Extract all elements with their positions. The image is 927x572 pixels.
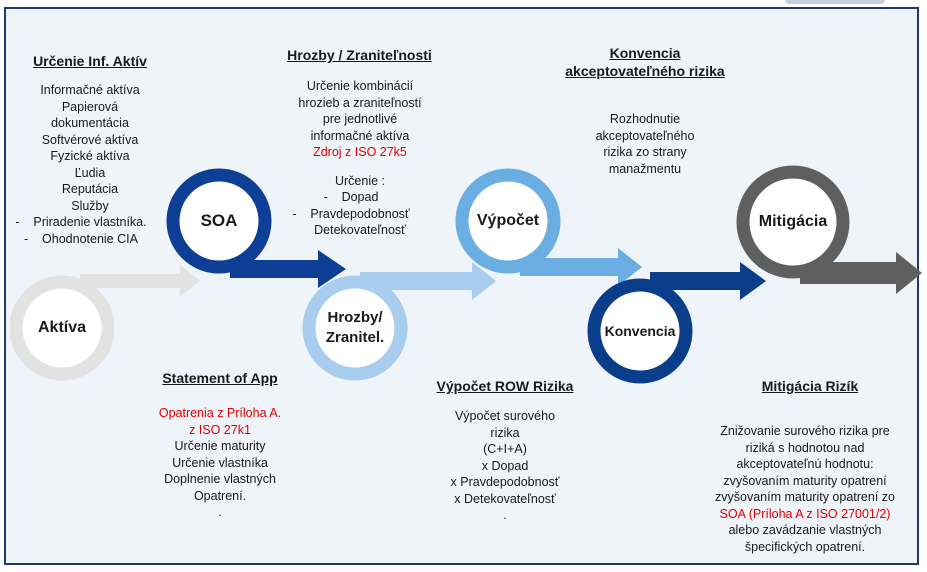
hrozby-arrow <box>360 262 496 300</box>
hrozby-ring <box>302 275 408 381</box>
aktiva-ring <box>9 275 115 381</box>
stage-mitigacia-label: Mitigácia <box>758 213 828 230</box>
stage-hrozby-line2: Zranitel. <box>325 329 385 346</box>
vypocet-arrow <box>520 248 642 286</box>
urcenie-line: dokumentácia <box>51 116 129 130</box>
hrozby-line: pre jednotlivé <box>322 112 398 126</box>
stage-vypocet-label: Výpočet <box>476 212 540 229</box>
soa-arrow <box>230 250 346 288</box>
urcenie-line: Ľudia <box>74 165 106 180</box>
vypocet-line: rizika <box>490 425 520 440</box>
hrozby-heading: Hrozby / Zraniteľnosti <box>287 47 432 63</box>
konvencia-text: Rozhodnutie akceptovateľného rizika zo s… <box>570 111 720 177</box>
hrozby-source: Zdroj z ISO 27k5 <box>313 145 407 159</box>
konvencia-heading: Konvencia akceptovateľného rizika <box>545 44 745 80</box>
mitigacia-heading: Mitigácia Rizík <box>761 378 859 394</box>
konvencia-heading-line1: Konvencia <box>609 45 681 61</box>
urcenie-line: Reputácia <box>61 182 119 196</box>
konvencia-arrow <box>650 262 766 300</box>
hrozby-spacer <box>265 161 455 173</box>
hrozby-sub-title: Určenie : <box>334 173 386 188</box>
statement-line: Určenie vlastníka <box>172 455 268 470</box>
statement-text: Opatrenia z Príloha A. z ISO 27k1 Určeni… <box>130 405 310 521</box>
aktiva-arrow <box>80 265 200 297</box>
statement-line: Určenie maturity <box>174 439 266 453</box>
mitigacia-line: Znižovanie surového rizika pre <box>720 424 890 438</box>
urcenie-dashed-line: Ohodnotenie CIA <box>5 231 175 248</box>
urcenie-line: Informačné aktíva <box>40 83 140 97</box>
konvencia-ring <box>587 278 693 384</box>
mitigacia-ring <box>736 165 850 279</box>
urcenie-line: Fyzické aktíva <box>50 149 130 163</box>
vypocet-ring <box>455 168 561 274</box>
top-tab <box>785 0 885 4</box>
mitigacia-line: zvyšovaním maturity opatrení zo <box>715 490 895 504</box>
konvencia-line: manažmentu <box>608 161 682 176</box>
hrozby-line: Určenie kombinácií <box>306 79 414 93</box>
hrozby-dashed-line: Dopad <box>265 189 455 206</box>
mitigacia-line: akceptovateľnú hodnotu: <box>736 457 874 471</box>
mitigacia-line: riziká s hodnotou nad <box>745 440 865 455</box>
hrozby-dashed-line: Pravdepodobnosť <box>265 206 455 223</box>
urcenie-line: Služby <box>71 198 109 213</box>
urcenie-heading: Určenie Inf. Aktív <box>33 53 147 69</box>
statement-heading: Statement of App <box>162 370 278 386</box>
statement-line: Opatrení. <box>193 488 247 503</box>
statement-red-line: Opatrenia z Príloha A. <box>158 406 282 420</box>
stage-hrozby-label: Hrozby/ Zranitel. <box>310 306 400 350</box>
konvencia-heading-line2: akceptovateľného rizika <box>565 63 725 79</box>
vypocet-line: Výpočet surového <box>454 409 556 423</box>
mitigacia-line: zvyšovaním maturity opatrení <box>723 473 887 488</box>
stage-konvencia-label: Konvencia <box>604 323 676 339</box>
statement-line: Doplnenie vlastných <box>164 472 276 486</box>
urcenie-text: Informačné aktíva Papierová dokumentácia… <box>5 82 175 247</box>
mitigacia-line: špecifických opatrení. <box>744 539 866 554</box>
urcenie-line: Softvérové aktíva <box>41 132 139 147</box>
mitigacia-red-line: SOA (Príloha A z ISO 27001/2) <box>719 506 891 521</box>
vypocet-line: x Detekovateľnosť <box>454 491 556 506</box>
mitigacia-line: alebo zavádzanie vlastných <box>728 523 882 537</box>
konvencia-line: rizika zo strany <box>603 145 687 159</box>
statement-red-line: z ISO 27k1 <box>189 422 251 437</box>
hrozby-line: hrozieb a zraniteľností <box>298 95 422 110</box>
vypocet-line: x Dopad <box>481 458 529 473</box>
konvencia-line: Rozhodnutie <box>609 112 681 126</box>
vypocet-heading: Výpočet ROW Rizika <box>436 378 574 394</box>
urcenie-line: Papierová <box>61 99 119 114</box>
vypocet-line: (C+I+A) <box>483 442 527 456</box>
statement-dot: . <box>218 505 222 519</box>
stage-soa-label: SOA <box>200 211 238 230</box>
hrozby-line: Detekovateľnosť <box>314 223 406 237</box>
stage-aktiva-label: Aktíva <box>37 319 87 336</box>
vypocet-line: x Pravdepodobnosť <box>450 475 560 489</box>
urcenie-dashed-line: Priradenie vlastníka. <box>5 214 175 231</box>
hrozby-line: informačné aktíva <box>310 128 410 143</box>
stage-hrozby-line1: Hrozby/ <box>327 309 383 326</box>
vypocet-text: Výpočet surového rizika (C+I+A) x Dopad … <box>430 408 580 524</box>
hrozby-text: Určenie kombinácií hrozieb a zraniteľnos… <box>265 78 455 239</box>
vypocet-dot: . <box>503 508 507 522</box>
konvencia-line: akceptovateľného <box>595 128 695 143</box>
mitigacia-text: Znižovanie surového rizika pre riziká s … <box>690 423 920 555</box>
